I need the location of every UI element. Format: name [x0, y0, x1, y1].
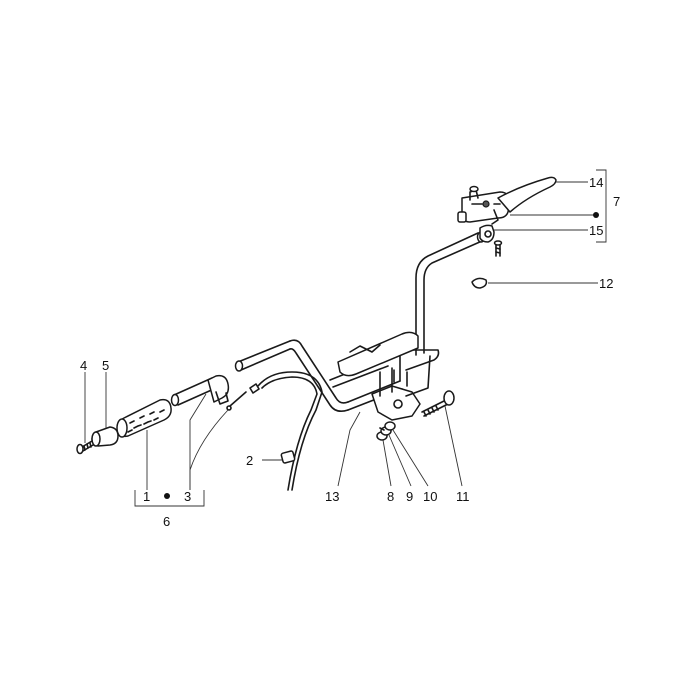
throttle-cable [226, 371, 323, 491]
callout-6: 6 [163, 514, 170, 529]
bar-end-weight [91, 426, 119, 447]
callout-13: 13 [325, 489, 339, 504]
nut-washer-set [376, 421, 396, 441]
small-grommet [471, 277, 488, 289]
callout-10: 10 [423, 489, 437, 504]
bolt [421, 390, 455, 417]
handlebar-tube [234, 231, 486, 412]
callout-labels: 1 2 3 4 5 6 7 8 9 10 11 12 13 14 15 [80, 175, 620, 529]
callout-2: 2 [246, 453, 253, 468]
callout-11: 11 [456, 489, 470, 504]
leader-lines [84, 169, 607, 507]
callout-dot-7 [593, 212, 599, 218]
end-screw [76, 440, 94, 455]
callout-dot-6 [164, 493, 170, 499]
callout-8: 8 [387, 489, 394, 504]
callout-3: 3 [184, 489, 191, 504]
callout-9: 9 [406, 489, 413, 504]
callout-5: 5 [102, 358, 109, 373]
callout-12: 12 [599, 276, 613, 291]
hand-grip [116, 398, 172, 438]
brake-master-cylinder [457, 185, 511, 225]
handlebar-clamp [479, 224, 503, 257]
callout-1: 1 [143, 489, 150, 504]
callout-15: 15 [589, 223, 603, 238]
brake-lever [497, 176, 557, 213]
callout-7: 7 [613, 194, 620, 209]
mounting-bracket [337, 331, 431, 421]
callout-4: 4 [80, 358, 87, 373]
callout-14: 14 [589, 175, 603, 190]
throttle-tube [170, 374, 230, 407]
